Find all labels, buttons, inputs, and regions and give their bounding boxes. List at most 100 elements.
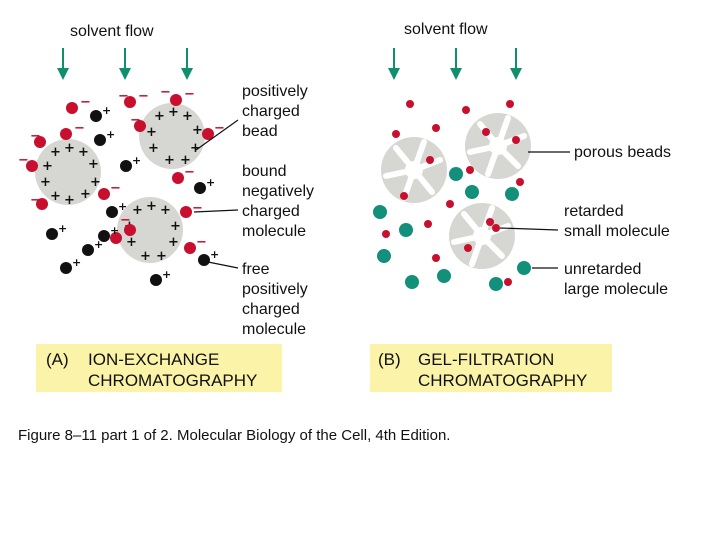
solvent-flow-label-b: solvent flow bbox=[404, 21, 488, 38]
svg-text:+: + bbox=[164, 153, 175, 168]
small-molecule bbox=[424, 220, 432, 228]
svg-text:−: − bbox=[130, 113, 141, 128]
negative-molecule bbox=[66, 102, 78, 114]
svg-text:+: + bbox=[50, 189, 61, 204]
svg-text:−: − bbox=[138, 89, 149, 104]
positive-molecule bbox=[94, 134, 106, 146]
svg-text:−: − bbox=[30, 193, 41, 208]
svg-text:+: + bbox=[190, 141, 201, 156]
svg-text:+: + bbox=[106, 128, 115, 141]
small-molecule bbox=[466, 166, 474, 174]
positive-molecule bbox=[120, 160, 132, 172]
panel-a-letter: (A) bbox=[46, 350, 69, 369]
svg-text:+: + bbox=[64, 141, 75, 156]
svg-text:+: + bbox=[58, 222, 67, 235]
small-molecule bbox=[446, 200, 454, 208]
large-molecule bbox=[373, 205, 387, 219]
svg-text:+: + bbox=[210, 248, 219, 261]
svg-text:+: + bbox=[140, 249, 151, 264]
large-molecule bbox=[437, 269, 451, 283]
small-molecule bbox=[516, 178, 524, 186]
panel-a-title-line2: CHROMATOGRAPHY bbox=[88, 371, 257, 390]
small-molecule bbox=[482, 128, 490, 136]
svg-text:−: − bbox=[196, 235, 207, 250]
svg-text:−: − bbox=[30, 129, 41, 144]
svg-text:−: − bbox=[184, 87, 195, 102]
positive-molecule bbox=[150, 274, 162, 286]
panel-b-title-line2: CHROMATOGRAPHY bbox=[418, 371, 587, 390]
large-molecule bbox=[465, 185, 479, 199]
positive-molecule bbox=[194, 182, 206, 194]
svg-text:+: + bbox=[146, 125, 157, 140]
svg-text:−: − bbox=[80, 95, 91, 110]
svg-text:+: + bbox=[42, 159, 53, 174]
label-retarded-small-molecule: retarded small molecule bbox=[564, 203, 670, 240]
svg-text:+: + bbox=[80, 187, 91, 202]
svg-text:+: + bbox=[206, 176, 215, 189]
positive-molecule bbox=[46, 228, 58, 240]
svg-text:+: + bbox=[146, 199, 157, 214]
svg-text:−: − bbox=[74, 121, 85, 136]
solvent-flow-arrows-b bbox=[394, 48, 516, 74]
figure-canvas: solvent flow +++ ++ ++ +++ +++ ++ ++ ++ … bbox=[0, 0, 720, 420]
svg-text:+: + bbox=[168, 235, 179, 250]
svg-text:+: + bbox=[148, 141, 159, 156]
porous-bead bbox=[449, 203, 515, 269]
label-porous-beads: porous beads bbox=[574, 144, 671, 161]
large-molecule bbox=[405, 275, 419, 289]
svg-text:+: + bbox=[88, 157, 99, 172]
svg-text:+: + bbox=[154, 109, 165, 124]
svg-text:+: + bbox=[118, 200, 127, 213]
positive-molecule bbox=[106, 206, 118, 218]
svg-text:−: − bbox=[118, 89, 129, 104]
small-molecule bbox=[400, 192, 408, 200]
panel-b-letter: (B) bbox=[378, 350, 401, 369]
svg-text:+: + bbox=[160, 203, 171, 218]
svg-text:+: + bbox=[90, 175, 101, 190]
svg-text:+: + bbox=[110, 224, 119, 237]
svg-text:−: − bbox=[192, 201, 203, 216]
solvent-flow-arrows-a bbox=[63, 48, 187, 74]
figure-caption: Figure 8–11 part 1 of 2. Molecular Biolo… bbox=[18, 427, 450, 444]
small-molecule bbox=[506, 100, 514, 108]
panel-b-title-line1: GEL-FILTRATION bbox=[418, 350, 554, 369]
negative-molecule bbox=[180, 206, 192, 218]
positive-molecule bbox=[60, 262, 72, 274]
large-molecule bbox=[517, 261, 531, 275]
small-molecule bbox=[426, 156, 434, 164]
svg-text:+: + bbox=[72, 256, 81, 269]
large-molecule bbox=[377, 249, 391, 263]
small-molecule bbox=[504, 278, 512, 286]
small-molecule bbox=[486, 218, 494, 226]
svg-text:−: − bbox=[120, 213, 131, 228]
panel-a-title-line1: ION-EXCHANGE bbox=[88, 350, 219, 369]
svg-text:−: − bbox=[184, 165, 195, 180]
small-molecule bbox=[432, 124, 440, 132]
label-unretarded-large-molecule: unretarded large molecule bbox=[564, 261, 668, 298]
large-molecule bbox=[489, 277, 503, 291]
negative-molecule bbox=[60, 128, 72, 140]
small-molecule bbox=[392, 130, 400, 138]
svg-text:+: + bbox=[162, 268, 171, 281]
small-molecule bbox=[382, 230, 390, 238]
small-molecule bbox=[432, 254, 440, 262]
solvent-flow-label-a: solvent flow bbox=[70, 23, 154, 40]
svg-text:+: + bbox=[94, 238, 103, 251]
large-molecule bbox=[449, 167, 463, 181]
svg-text:+: + bbox=[132, 154, 141, 167]
small-molecule bbox=[462, 106, 470, 114]
small-molecule bbox=[464, 244, 472, 252]
panel-b-gel-filtration: solvent flow bbox=[370, 21, 671, 392]
positive-molecule bbox=[90, 110, 102, 122]
svg-text:+: + bbox=[182, 109, 193, 124]
svg-text:+: + bbox=[170, 219, 181, 234]
negative-molecule bbox=[184, 242, 196, 254]
small-molecule bbox=[406, 100, 414, 108]
large-molecule bbox=[505, 187, 519, 201]
svg-text:+: + bbox=[50, 145, 61, 160]
positive-molecule bbox=[198, 254, 210, 266]
svg-text:+: + bbox=[40, 175, 51, 190]
svg-text:+: + bbox=[132, 203, 143, 218]
large-molecule bbox=[399, 223, 413, 237]
small-molecule bbox=[512, 136, 520, 144]
